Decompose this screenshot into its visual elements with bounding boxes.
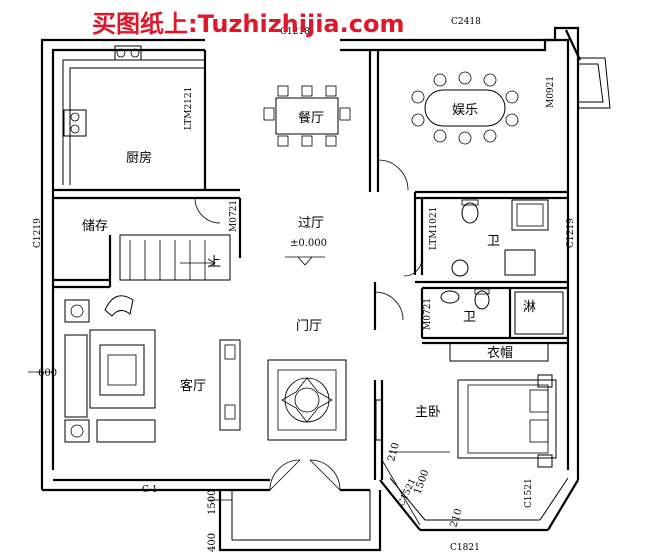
code-bath-door: LTM1021 xyxy=(429,207,439,250)
dim-bay-210b: 210 xyxy=(448,507,464,529)
dining-table xyxy=(263,85,351,147)
label-foyer: 门厅 xyxy=(296,319,322,334)
label-storage: 储存 xyxy=(82,219,108,234)
master-bed xyxy=(375,374,557,468)
stairs xyxy=(119,234,231,281)
code-kitchen-door: LTM2121 xyxy=(184,87,194,130)
code-top-mid-window: C1218 xyxy=(280,27,310,37)
label-living: 客厅 xyxy=(180,378,206,394)
dimension-lines xyxy=(28,371,450,526)
code-front-window: C-1 xyxy=(142,485,158,495)
label-bath-2: 卫 xyxy=(463,310,476,325)
entertainment-table xyxy=(411,71,519,145)
label-bath-1: 卫 xyxy=(487,234,500,249)
dim-1500: 1500 xyxy=(207,490,218,515)
code-top-right-window: C2418 xyxy=(451,17,481,27)
living-furniture xyxy=(64,295,241,443)
dim-400: 400 xyxy=(207,533,218,552)
exterior-walls xyxy=(40,26,581,552)
dim-bay-1500: 1500 xyxy=(412,468,431,496)
code-storage-door: M0721 xyxy=(229,200,239,232)
dim-bay-210a: 210 xyxy=(386,441,402,462)
bath-fixtures xyxy=(440,199,564,362)
label-wardrobe: 衣帽 xyxy=(487,345,513,361)
label-up: 上 xyxy=(208,255,221,270)
code-right-window: C1219 xyxy=(566,218,576,248)
label-master-bedroom: 主卧 xyxy=(415,405,441,420)
kitchen-fixtures xyxy=(62,45,205,185)
code-bath2-door: M0721 xyxy=(423,298,433,330)
label-shower: 淋 xyxy=(523,300,536,315)
code-bottom-window: C1821 xyxy=(450,543,480,553)
label-hall: 过厅 xyxy=(298,216,324,231)
foyer-medallion xyxy=(267,359,347,441)
watermark-text: 买图纸上:Tuzhizhijia.com xyxy=(92,10,404,38)
code-ent-door: M0921 xyxy=(546,76,556,108)
elevation-marker xyxy=(285,256,325,266)
label-entertainment: 娱乐 xyxy=(452,103,478,118)
dim-600: 600 xyxy=(38,368,57,379)
interior-walls xyxy=(53,50,568,480)
code-bay-right: C1521 xyxy=(524,478,534,508)
label-kitchen: 厨房 xyxy=(126,150,152,166)
code-left-window: C1219 xyxy=(33,218,43,248)
label-dining: 餐厅 xyxy=(298,110,324,126)
balcony xyxy=(578,57,611,109)
doors xyxy=(194,159,423,491)
label-elevation: ±0.000 xyxy=(290,238,327,249)
